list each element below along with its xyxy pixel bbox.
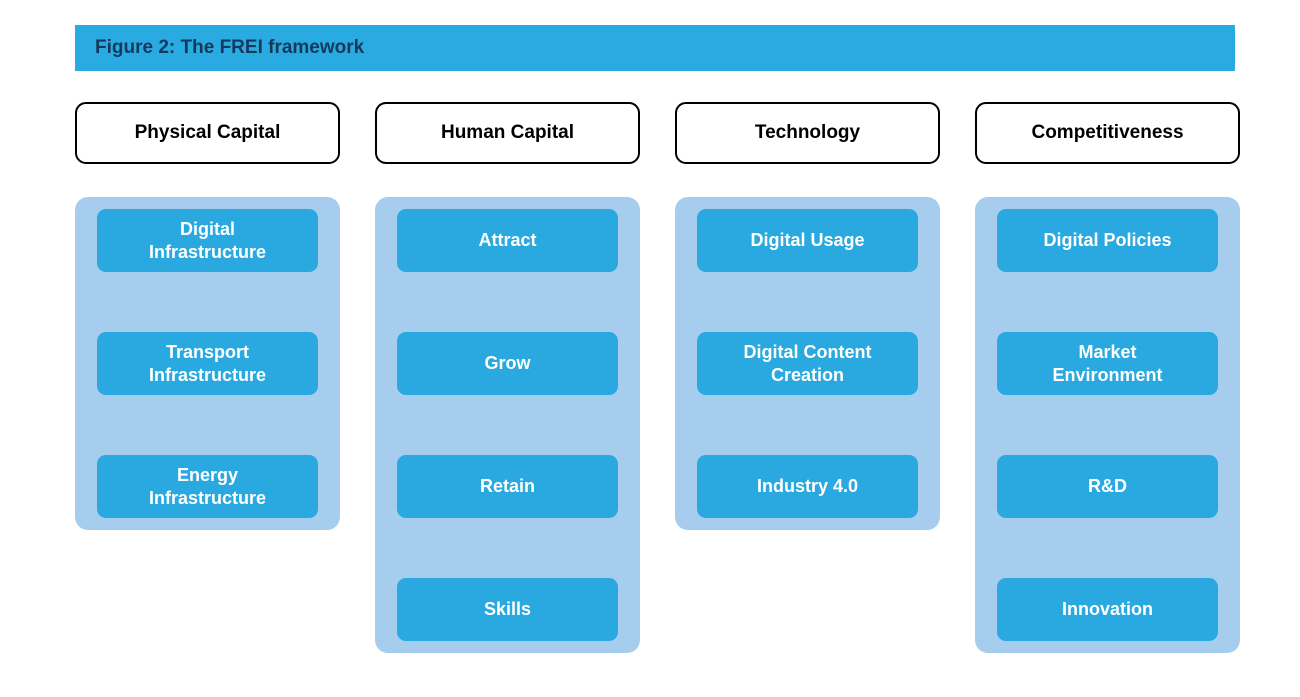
column-header-physical-capital: Physical Capital bbox=[75, 102, 340, 164]
framework-item-label: Digital Policies bbox=[1043, 230, 1172, 251]
framework-item: Digital Content Creation bbox=[697, 332, 918, 395]
framework-item: Industry 4.0 bbox=[697, 455, 918, 518]
column-header-competitiveness: Competitiveness bbox=[975, 102, 1240, 164]
framework-item-label: Attract bbox=[478, 230, 537, 251]
framework-item: Energy Infrastructure bbox=[97, 455, 318, 518]
framework-item-label: Retain bbox=[479, 476, 535, 497]
column-header-label: Human Capital bbox=[440, 122, 575, 143]
framework-item: Retain bbox=[397, 455, 618, 518]
column-human-capital: Human Capital Attract Grow Retain Skills bbox=[375, 102, 640, 653]
framework-item: Digital Usage bbox=[697, 209, 918, 272]
items-container-competitiveness: Digital Policies Market Environment R&D … bbox=[975, 197, 1240, 653]
framework-item-label: Digital Usage bbox=[750, 230, 865, 251]
column-physical-capital: Physical Capital Digital Infrastructure … bbox=[75, 102, 340, 653]
frei-framework-figure: Figure 2: The FREI framework Physical Ca… bbox=[0, 25, 1300, 653]
framework-item-label: Market Environment bbox=[1052, 342, 1163, 385]
framework-item: Digital Infrastructure bbox=[97, 209, 318, 272]
figure-title: Figure 2: The FREI framework bbox=[95, 37, 365, 58]
column-header-label: Physical Capital bbox=[134, 122, 281, 143]
items-container-physical-capital: Digital Infrastructure Transport Infrast… bbox=[75, 197, 340, 530]
framework-item: Market Environment bbox=[997, 332, 1218, 395]
framework-item: R&D bbox=[997, 455, 1218, 518]
framework-item-label: Innovation bbox=[1062, 599, 1153, 620]
items-container-human-capital: Attract Grow Retain Skills bbox=[375, 197, 640, 653]
framework-item: Grow bbox=[397, 332, 618, 395]
framework-item-label: Grow bbox=[484, 353, 531, 374]
framework-item: Innovation bbox=[997, 578, 1218, 641]
framework-item: Transport Infrastructure bbox=[97, 332, 318, 395]
framework-item: Attract bbox=[397, 209, 618, 272]
framework-item-label: Energy Infrastructure bbox=[148, 465, 267, 508]
framework-item-label: Digital Content Creation bbox=[743, 342, 872, 385]
figure-title-bar: Figure 2: The FREI framework bbox=[75, 25, 1235, 71]
column-competitiveness: Competitiveness Digital Policies Market … bbox=[975, 102, 1240, 653]
items-container-technology: Digital Usage Digital Content Creation I… bbox=[675, 197, 940, 530]
framework-item-label: Digital Infrastructure bbox=[148, 219, 267, 262]
framework-item-label: Industry 4.0 bbox=[756, 476, 859, 497]
column-header-technology: Technology bbox=[675, 102, 940, 164]
framework-item: Skills bbox=[397, 578, 618, 641]
framework-item-label: Transport Infrastructure bbox=[148, 342, 267, 385]
framework-item: Digital Policies bbox=[997, 209, 1218, 272]
framework-item-label: R&D bbox=[1088, 476, 1127, 497]
column-header-human-capital: Human Capital bbox=[375, 102, 640, 164]
column-technology: Technology Digital Usage Digital Content… bbox=[675, 102, 940, 653]
framework-columns: Physical Capital Digital Infrastructure … bbox=[75, 102, 1300, 653]
column-header-label: Technology bbox=[754, 122, 861, 143]
framework-item-label: Skills bbox=[483, 599, 532, 620]
column-header-label: Competitiveness bbox=[1031, 122, 1184, 143]
